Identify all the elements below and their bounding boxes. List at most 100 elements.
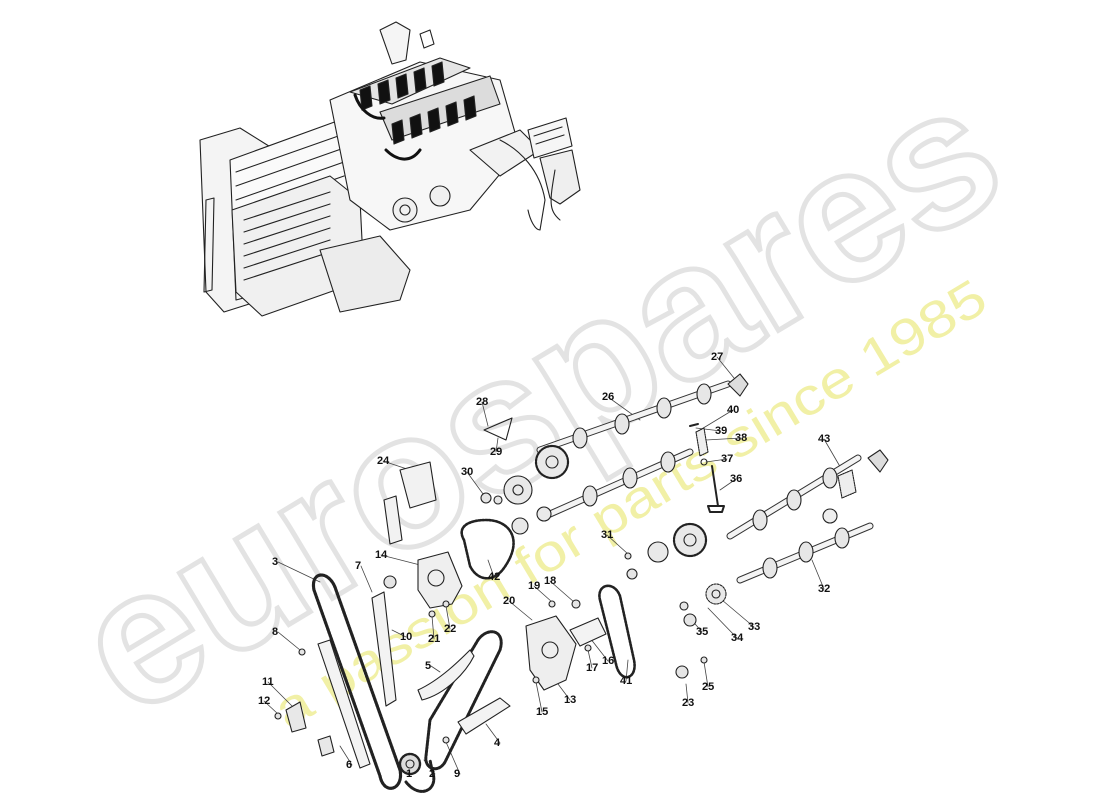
leader-line-4 [485, 723, 501, 744]
timing-chain-1 [404, 758, 436, 793]
timing-chain-41 [598, 584, 636, 679]
leader-line-33 [721, 599, 755, 628]
callout-35: 35 [696, 626, 709, 638]
leader-line-5 [430, 665, 441, 673]
camshaft-32 [736, 522, 874, 584]
cover-28 [483, 417, 513, 441]
callout-20: 20 [503, 595, 516, 607]
leader-line-7 [360, 565, 373, 593]
leader-line-21 [431, 615, 435, 640]
callout-5: 5 [425, 660, 432, 672]
callout-11: 11 [262, 676, 274, 688]
bracket-24 [399, 461, 437, 509]
callout-23: 23 [682, 697, 695, 709]
camshaft-26 [536, 380, 732, 454]
callout-41: 41 [620, 675, 633, 687]
callout-7: 7 [355, 560, 362, 572]
chain-guide-7 [371, 591, 397, 707]
callout-17: 17 [586, 662, 599, 674]
keeper-39 [689, 423, 699, 427]
callout-6: 6 [346, 759, 353, 771]
leader-line-3 [277, 561, 321, 583]
spring-43 [837, 469, 857, 499]
callout-19: 19 [528, 580, 541, 592]
callout-16: 16 [602, 655, 615, 667]
callout-37: 37 [721, 453, 734, 465]
chain-guide-4 [457, 697, 511, 735]
leader-line-36 [719, 478, 737, 491]
leader-line-34 [707, 607, 738, 639]
callout-15: 15 [536, 706, 549, 718]
callout-26: 26 [602, 391, 615, 403]
tensioner-11 [285, 701, 307, 733]
callout-8: 8 [272, 626, 279, 638]
callout-40: 40 [727, 404, 740, 416]
callout-27: 27 [711, 351, 724, 363]
callout-36: 36 [730, 473, 743, 485]
vvt-solenoid-13 [525, 615, 577, 691]
ecu-illustration [527, 117, 581, 221]
leader-line-11 [267, 681, 293, 707]
tensioner-bracket [317, 735, 335, 757]
callout-12: 12 [258, 695, 271, 707]
fasteners [274, 492, 708, 744]
leader-line-19 [533, 585, 553, 603]
leader-line-10 [391, 629, 407, 638]
leader-line-20 [508, 600, 533, 621]
valve-36 [707, 465, 725, 513]
cam-sprocket-29 [534, 444, 570, 480]
callout-14: 14 [375, 549, 388, 561]
callout-25: 25 [702, 681, 715, 693]
leader-line-9 [445, 741, 461, 775]
callout-2: 2 [429, 768, 436, 780]
callout-28: 28 [476, 396, 489, 408]
callout-1: 1 [406, 768, 413, 780]
sprocket-33 [705, 583, 727, 605]
chain-guide-6 [317, 639, 371, 769]
leader-line-40 [699, 409, 734, 431]
leader-line-18 [549, 580, 575, 603]
sprocket-top-right [867, 449, 889, 473]
callout-13: 13 [564, 694, 577, 706]
leader-line-17 [587, 649, 593, 669]
leader-line-28 [481, 401, 489, 427]
camshaft-lower-left [546, 448, 694, 518]
radiator-illustration [199, 119, 411, 317]
leader-line-38 [705, 437, 742, 441]
leader-line-25 [703, 661, 709, 688]
leader-line-14 [380, 554, 425, 567]
timing-chain-42 [460, 518, 515, 580]
leader-line-27 [716, 356, 735, 379]
callout-42: 42 [488, 571, 501, 583]
callout-38: 38 [735, 432, 748, 444]
leader-line-43 [823, 438, 843, 471]
engine-block-illustration [329, 21, 546, 231]
leader-line-29 [495, 437, 499, 453]
callout-21: 21 [428, 633, 441, 645]
leader-line-23 [685, 683, 689, 704]
callout-9: 9 [454, 768, 461, 780]
leader-line-32 [811, 559, 825, 590]
callout-3: 3 [272, 556, 279, 568]
retainer-37 [700, 458, 708, 466]
callout-39: 39 [715, 425, 728, 437]
leader-line-22 [445, 605, 451, 630]
cam-sprocket-right [672, 522, 708, 558]
leader-line-42 [487, 559, 495, 578]
leader-line-12 [263, 700, 279, 715]
callout-34: 34 [731, 632, 744, 644]
spring-38 [695, 427, 709, 457]
crank-sprocket [398, 752, 422, 776]
leader-line-15 [535, 681, 543, 713]
callout-4: 4 [494, 737, 501, 749]
idler-assembly-14 [417, 551, 463, 609]
sprocket-27 [727, 373, 749, 397]
camshaft-43 [726, 454, 862, 540]
callout-32: 32 [818, 583, 831, 595]
cam-phaser-left [503, 475, 533, 505]
callout-33: 33 [748, 621, 761, 633]
leader-line-16 [589, 637, 609, 662]
leader-line-37 [705, 458, 728, 463]
